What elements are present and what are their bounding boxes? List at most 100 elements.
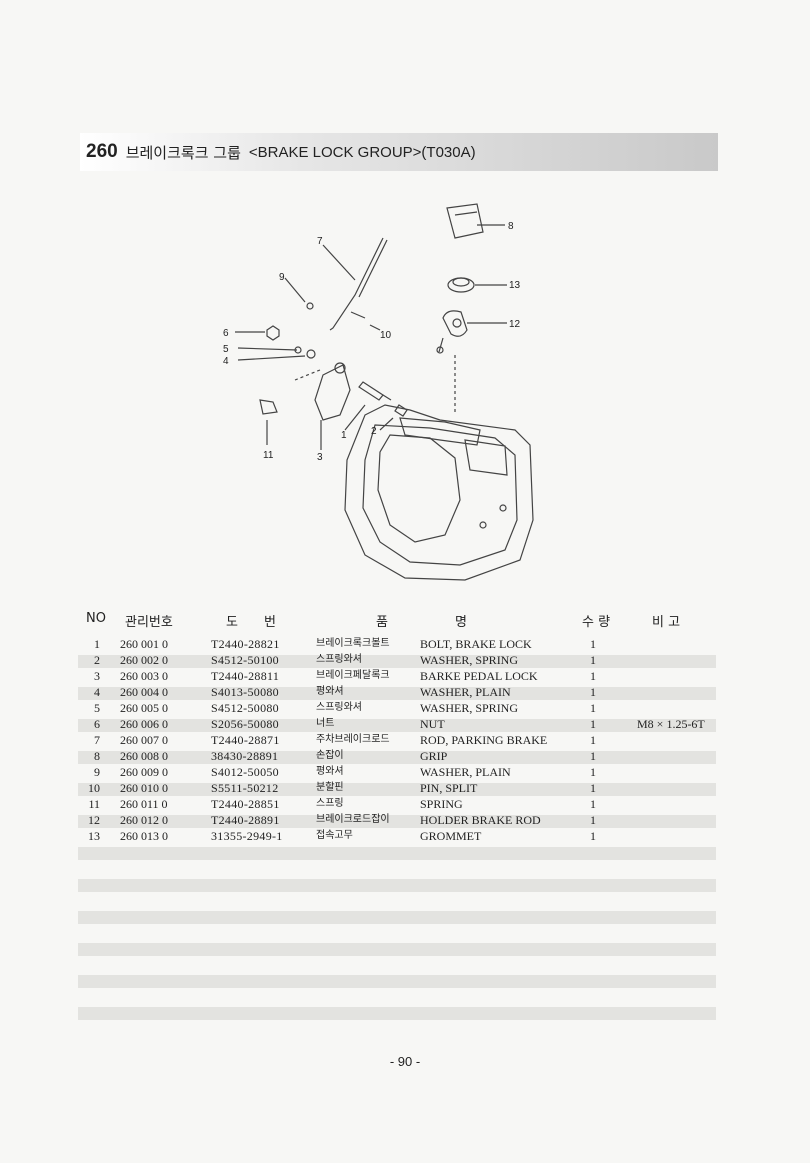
part-13-grommet (447, 277, 475, 293)
cell-quantity: 1 (590, 797, 596, 811)
cell-mgmt-number: 260 011 0 (120, 797, 168, 811)
cell-quantity: 1 (590, 749, 596, 763)
cell-quantity: 1 (590, 733, 596, 747)
cell-mgmt-number: 260 006 0 (120, 717, 168, 731)
header-no: NO (86, 611, 106, 626)
header-name-ko: 품 (376, 615, 388, 630)
section-number: 260 (86, 141, 118, 162)
cell-drawing-number: T2440-28811 (211, 669, 280, 683)
cell-name-ko: 브레이크페달록크 (316, 670, 390, 681)
cell-name-en: BARKE PEDAL LOCK (420, 669, 538, 683)
cell-no: 11 (88, 797, 100, 811)
cell-name-en: HOLDER BRAKE ROD (420, 813, 541, 827)
part-4-washer (306, 349, 316, 359)
cell-quantity: 1 (590, 637, 596, 651)
callout-11: 11 (263, 450, 274, 461)
part-3-pedal-lock (314, 364, 351, 421)
callout-6: 6 (223, 328, 229, 339)
callout-7: 7 (317, 236, 323, 247)
cell-quantity: 1 (590, 701, 596, 715)
cell-name-ko: 평와셔 (316, 686, 344, 697)
cell-drawing-number: 38430-28891 (211, 749, 279, 763)
cell-mgmt-number: 260 009 0 (120, 765, 168, 779)
cell-drawing-number: T2440-28821 (211, 637, 280, 651)
cell-quantity: 1 (590, 717, 596, 731)
callout-9: 9 (279, 272, 285, 283)
cell-name-ko: 접속고무 (316, 830, 353, 841)
cell-mgmt-number: 260 010 0 (120, 781, 168, 795)
cell-name-ko: 손잡이 (316, 750, 344, 761)
cell-no: 9 (94, 765, 100, 779)
cell-name-en: GRIP (420, 749, 448, 763)
cell-name-en: NUT (420, 717, 445, 731)
part-9-washer (306, 302, 314, 310)
cell-mgmt-number: 260 001 0 (120, 637, 168, 651)
cell-drawing-number: S2056-50080 (211, 717, 279, 731)
callout-10: 10 (380, 330, 392, 341)
cell-name-en: WASHER, PLAIN (420, 685, 511, 699)
cell-quantity: 1 (590, 813, 596, 827)
callout-4: 4 (223, 356, 229, 367)
callout-1: 1 (341, 430, 347, 441)
header-name-en: 명 (455, 615, 467, 630)
cell-mgmt-number: 260 008 0 (120, 749, 168, 763)
cell-name-ko: 분할핀 (316, 782, 344, 793)
cell-name-en: ROD, PARKING BRAKE (420, 733, 548, 747)
cell-mgmt-number: 260 007 0 (120, 733, 168, 747)
cell-mgmt-number: 260 005 0 (120, 701, 168, 715)
part-1-bolt (358, 381, 384, 401)
cell-drawing-number: 31355-2949-1 (211, 829, 283, 843)
part-8-grip (446, 203, 484, 239)
cell-name-ko: 평와셔 (316, 766, 344, 777)
cell-name-en: WASHER, PLAIN (420, 765, 511, 779)
cell-no: 2 (94, 653, 100, 667)
section-title-english: <BRAKE LOCK GROUP>(T030A) (248, 143, 476, 161)
cell-drawing-number: S4512-50100 (211, 653, 279, 667)
header-mgmt-number: 관리번호 (125, 615, 173, 630)
callout-5: 5 (223, 344, 229, 355)
callout-13: 13 (509, 280, 521, 291)
cell-name-ko: 스프링와셔 (316, 654, 362, 665)
header-quantity: 수 량 (582, 615, 611, 630)
part-5-spring-washer (237, 347, 298, 351)
cell-drawing-number: S5511-50212 (211, 781, 279, 795)
section-title-korean: 브레이크록크 그룹 (125, 143, 241, 162)
header-remark: 비 고 (652, 615, 681, 630)
cell-mgmt-number: 260 003 0 (120, 669, 168, 683)
cell-quantity: 1 (590, 829, 596, 843)
cell-quantity: 1 (590, 765, 596, 779)
cell-mgmt-number: 260 004 0 (120, 685, 168, 699)
callout-8: 8 (508, 221, 514, 232)
cell-name-ko: 브레이크로드잡이 (316, 814, 390, 825)
cell-drawing-number: T2440-28871 (211, 733, 280, 747)
cell-name-ko: 스프링 (316, 798, 344, 809)
cell-no: 8 (94, 749, 100, 763)
table-row: 8 260 008 0 38430-28891 손잡이 GRIP 1 (78, 748, 738, 764)
cell-mgmt-number: 260 002 0 (120, 653, 168, 667)
section-title-bar: 260 브레이크록크 그룹 <BRAKE LOCK GROUP>(T030A) (80, 133, 718, 171)
transmission-housing (344, 404, 534, 581)
cell-mgmt-number: 260 012 0 (120, 813, 168, 827)
cell-name-ko: 브레이크록크볼트 (316, 638, 390, 649)
cell-remark: M8 × 1.25-6T (637, 717, 705, 731)
cell-no: 13 (88, 829, 100, 843)
cell-no: 1 (94, 637, 100, 651)
cell-drawing-number: S4013-50080 (211, 685, 279, 699)
part-2-bolt (394, 404, 408, 417)
cell-drawing-number: T2440-28891 (211, 813, 280, 827)
page-number: - 90 - (389, 1054, 421, 1069)
cell-no: 6 (94, 717, 100, 731)
cell-no: 4 (94, 685, 100, 699)
cell-quantity: 1 (590, 685, 596, 699)
